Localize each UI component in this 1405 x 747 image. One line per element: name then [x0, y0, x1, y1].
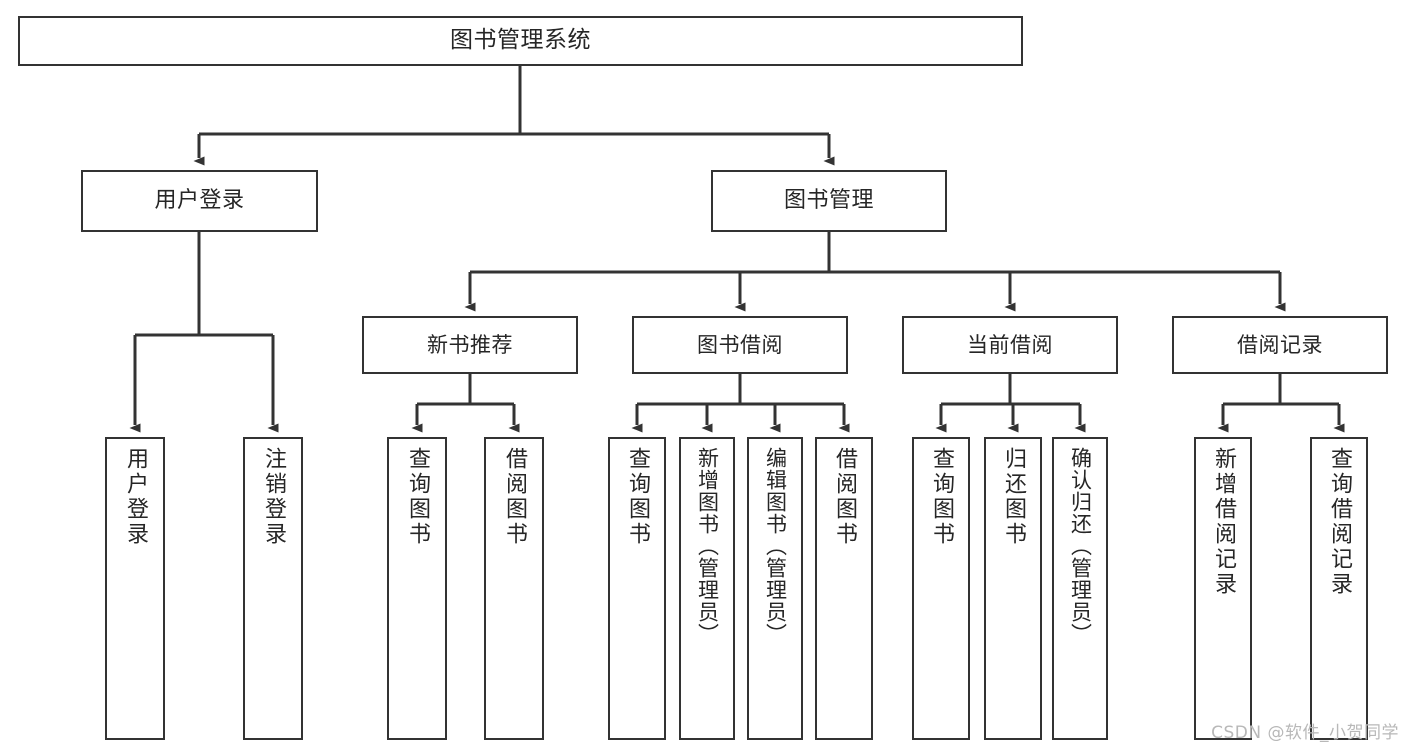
- leaf-user-login-label: 用户登录: [123, 447, 148, 547]
- watermark-text: CSDN @软件_小贺同学: [1211, 723, 1399, 743]
- leaf-query-record[interactable]: 查询借阅记录: [1310, 437, 1368, 740]
- leaf-query-book-3[interactable]: 查询图书: [912, 437, 970, 740]
- leaf-user-login[interactable]: 用户登录: [105, 437, 165, 740]
- node-user-login[interactable]: 用户登录: [81, 170, 318, 232]
- leaf-logout-label: 注销登录: [261, 447, 286, 547]
- node-root-label: 图书管理系统: [450, 27, 591, 54]
- leaf-query-book-2-label: 查询图书: [625, 447, 650, 547]
- node-new-book-recommend-label: 新书推荐: [427, 332, 513, 357]
- node-borrow-record-label: 借阅记录: [1237, 332, 1323, 357]
- leaf-add-book-label: 新增图书（管理员）: [695, 447, 720, 645]
- node-root[interactable]: 图书管理系统: [18, 16, 1023, 66]
- leaf-add-record[interactable]: 新增借阅记录: [1194, 437, 1252, 740]
- node-book-manage[interactable]: 图书管理: [711, 170, 947, 232]
- leaf-confirm-return[interactable]: 确认归还（管理员）: [1052, 437, 1108, 740]
- node-book-borrow[interactable]: 图书借阅: [632, 316, 848, 374]
- leaf-borrow-book-1[interactable]: 借阅图书: [484, 437, 544, 740]
- node-new-book-recommend[interactable]: 新书推荐: [362, 316, 578, 374]
- node-current-borrow-label: 当前借阅: [967, 332, 1053, 357]
- node-book-manage-label: 图书管理: [783, 188, 874, 214]
- leaf-edit-book-label: 编辑图书（管理员）: [763, 447, 788, 645]
- leaf-confirm-return-label: 确认归还（管理员）: [1068, 447, 1093, 645]
- leaf-borrow-book-1-label: 借阅图书: [502, 447, 527, 547]
- node-book-borrow-label: 图书借阅: [697, 332, 783, 357]
- leaf-query-book-1[interactable]: 查询图书: [387, 437, 447, 740]
- leaf-borrow-book-2[interactable]: 借阅图书: [815, 437, 873, 740]
- node-user-login-label: 用户登录: [154, 188, 245, 214]
- leaf-logout[interactable]: 注销登录: [243, 437, 303, 740]
- node-borrow-record[interactable]: 借阅记录: [1172, 316, 1388, 374]
- leaf-edit-book[interactable]: 编辑图书（管理员）: [747, 437, 803, 740]
- leaf-return-book-label: 归还图书: [1001, 447, 1026, 547]
- leaf-query-book-2[interactable]: 查询图书: [608, 437, 666, 740]
- leaf-query-book-3-label: 查询图书: [929, 447, 954, 547]
- node-current-borrow[interactable]: 当前借阅: [902, 316, 1118, 374]
- leaf-add-record-label: 新增借阅记录: [1211, 447, 1236, 597]
- leaf-borrow-book-2-label: 借阅图书: [832, 447, 857, 547]
- leaf-add-book[interactable]: 新增图书（管理员）: [679, 437, 735, 740]
- leaf-query-record-label: 查询借阅记录: [1327, 447, 1352, 597]
- leaf-return-book[interactable]: 归还图书: [984, 437, 1042, 740]
- leaf-query-book-1-label: 查询图书: [405, 447, 430, 547]
